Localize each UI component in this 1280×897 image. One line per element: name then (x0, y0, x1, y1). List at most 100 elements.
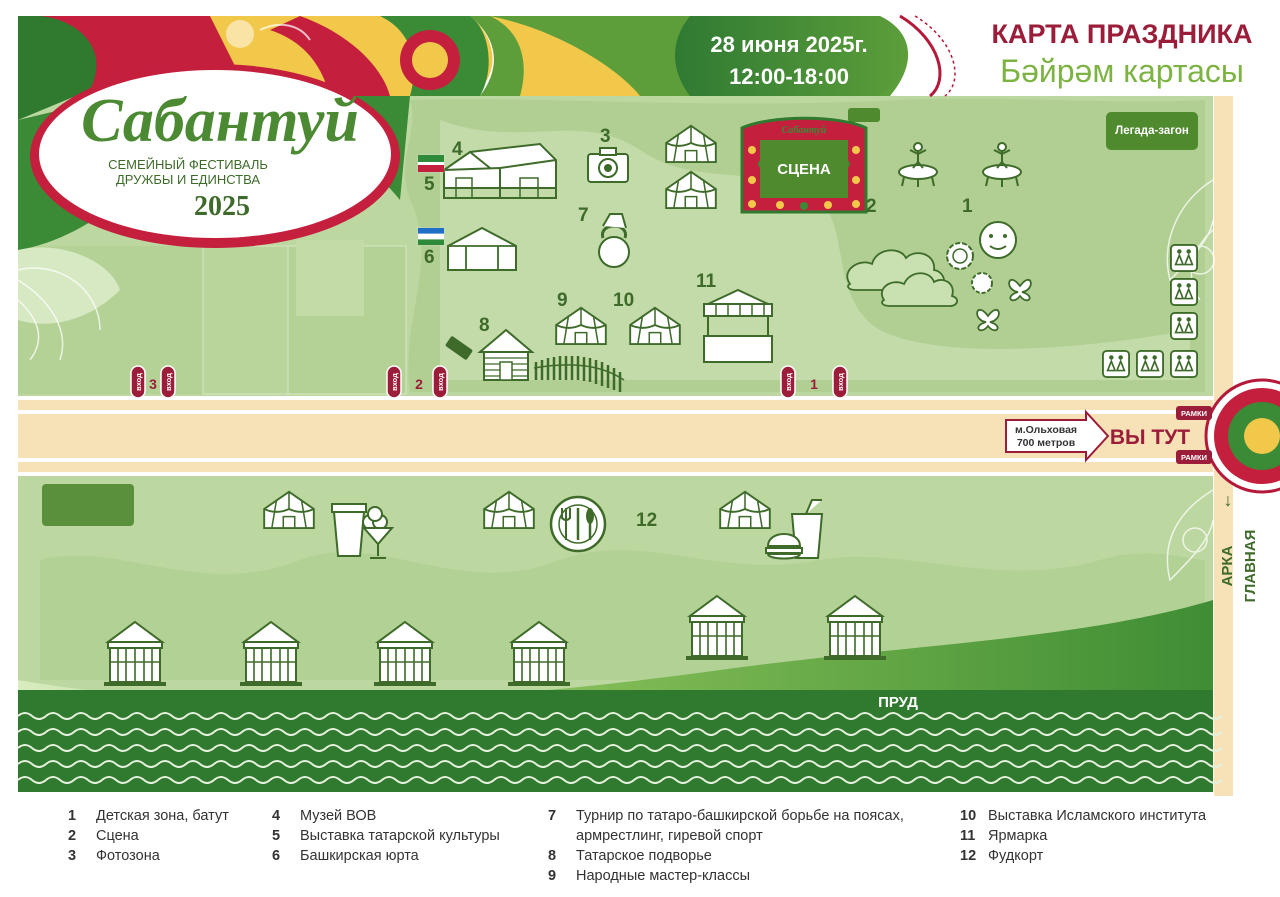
zone-number-4: 4 (452, 139, 463, 160)
wave-line (17, 760, 1223, 768)
you-are-here-label: ВЫ ТУТ (1110, 426, 1190, 449)
security-frame-bottom: РАМКИ (1176, 450, 1212, 464)
toilet-icon (1170, 244, 1198, 272)
entrance-word: вход (436, 373, 445, 391)
zone-number-5: 5 (424, 174, 435, 195)
toilet-icon (1102, 350, 1130, 378)
zone-number-10: 10 (613, 290, 634, 311)
toilet-icon (1170, 312, 1198, 340)
frame-label: РАМКИ (1181, 409, 1207, 418)
logo-year: 2025 (194, 191, 250, 222)
burger-drink-icon (765, 499, 824, 560)
cutlery-plate-icon (549, 495, 607, 553)
museum-building (417, 142, 557, 199)
entrance-number: 1 (810, 376, 818, 392)
entrance-word: вход (784, 373, 793, 391)
metro-direction-arrow: м.Ольховая 700 метров (1005, 409, 1110, 463)
legend-item: армрестлинг, гиревой спорт (576, 828, 763, 844)
event-date: 28 июня 2025г. (710, 32, 867, 57)
entrance-word: вход (164, 373, 173, 391)
zone-number-2: 2 (866, 196, 877, 217)
zone-number-9: 9 (557, 290, 568, 311)
pond (18, 690, 1213, 792)
entrance-number: 3 (149, 376, 157, 392)
entrance-1[interactable]: вход вход 1 (780, 365, 848, 399)
kettlebell-icon (598, 213, 630, 268)
entrance-word: вход (390, 373, 399, 391)
bushes (846, 249, 958, 307)
logo-subtitle-1: СЕМЕЙНЫЙ ФЕСТИВАЛЬ (108, 157, 268, 172)
festival-logo: Сабантуй СЕМЕЙНЫЙ ФЕСТИВАЛЬ ДРУЖБЫ И ЕДИ… (30, 64, 400, 248)
metro-station: м.Ольховая (1015, 424, 1077, 436)
zone-number-8: 8 (479, 315, 490, 336)
stage-logo: Сабантуй (782, 125, 827, 136)
arch-label-2: ГЛАВНАЯ (1242, 530, 1259, 603)
wave-line (17, 712, 1223, 720)
stage-label: СЦЕНА (777, 161, 831, 178)
logo-title: Сабантуй (81, 87, 359, 155)
you-are-here-marker (1204, 378, 1280, 494)
tatar-courtyard-house (445, 328, 535, 381)
butterfly-icon (976, 279, 1032, 332)
arch-label-1: АРКА (1219, 545, 1236, 586)
stage: Сабантуй СЦЕНА (740, 116, 868, 214)
wave-line (17, 776, 1223, 784)
entrance-3[interactable]: вход вход 3 (130, 365, 176, 399)
security-frame-top: РАМКИ (1176, 406, 1212, 420)
toilet-icon (1170, 350, 1198, 378)
kid-face-icon (979, 221, 1017, 259)
map-title-ru: КАРТА ПРАЗДНИКА (992, 19, 1253, 49)
entrance-word: вход (836, 373, 845, 391)
toilet-icon (1136, 350, 1164, 378)
south-parking-block (42, 484, 134, 526)
legaga-label: Легада-загон (1115, 125, 1189, 137)
bashkir-yurt (417, 226, 517, 271)
map-title-tt: Бәйрәм картасы (1000, 53, 1244, 89)
wave-line (17, 728, 1223, 736)
zone-number-7: 7 (578, 205, 589, 226)
zone-number-11: 11 (696, 271, 717, 292)
entrance-word: вход (134, 373, 143, 391)
legaga-pen: Легада-загон (1106, 112, 1198, 150)
photo-zone-camera-icon (587, 147, 629, 183)
pond-bank (18, 600, 1213, 703)
zone-number-1: 1 (962, 196, 973, 217)
pond-label: ПРУД (878, 694, 918, 711)
logo-subtitle-2: ДРУЖБЫ И ЕДИНСТВА (116, 172, 260, 187)
sun-icon (971, 272, 993, 294)
fair-stall-icon (703, 288, 773, 363)
ornament-right (17, 179, 1215, 582)
main-arch: ↓ АРКА ГЛАВНАЯ (1219, 490, 1259, 602)
zone-number-12: 12 (636, 510, 657, 531)
metro-distance: 700 метров (1017, 437, 1076, 449)
entrance-2[interactable]: вход вход 2 (386, 365, 448, 399)
event-time: 12:00-18:00 (729, 64, 849, 89)
zone-number-3: 3 (600, 126, 611, 147)
svg-text:↓: ↓ (1224, 490, 1233, 510)
flower-icon (946, 242, 974, 270)
zone-number-6: 6 (424, 247, 435, 268)
wave-line (17, 744, 1223, 752)
fence (533, 356, 625, 392)
date-banner: 28 июня 2025г. 12:00-18:00 (470, 14, 960, 98)
toilet-icon (1170, 278, 1198, 306)
pond-waves (17, 712, 1223, 784)
entrance-number: 2 (415, 376, 423, 392)
